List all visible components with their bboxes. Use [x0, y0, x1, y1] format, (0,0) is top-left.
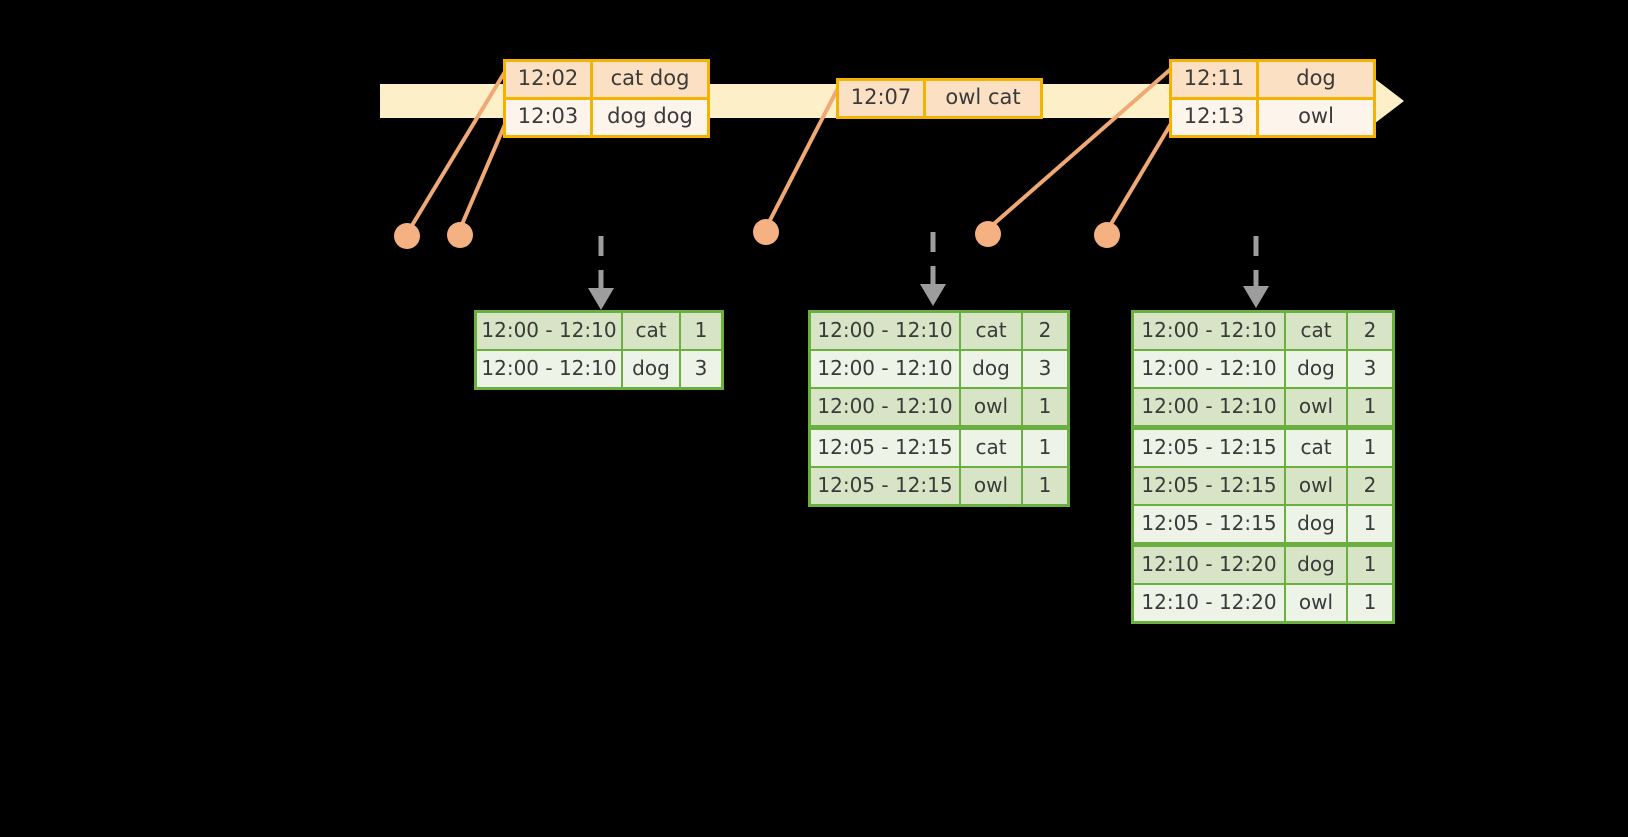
cell-key: dog: [961, 351, 1023, 387]
event-value: owl cat: [926, 81, 1040, 116]
event-time: 12:07: [839, 81, 926, 116]
cell-count: 1: [1348, 506, 1392, 542]
event-row[interactable]: 12:13 owl: [1172, 97, 1373, 135]
cell-count: 1: [1023, 430, 1067, 466]
event-value: dog dog: [593, 100, 707, 135]
cell-key: dog: [1286, 506, 1348, 542]
event-value: dog: [1259, 62, 1373, 97]
event-box-3[interactable]: 12:11 dog 12:13 owl: [1169, 59, 1376, 138]
table-row[interactable]: 12:00 - 12:10 dog 3: [477, 349, 721, 387]
table-row[interactable]: 12:00 - 12:10 cat 2: [811, 313, 1067, 349]
event-time: 12:02: [506, 62, 593, 97]
cell-key: cat: [1286, 313, 1348, 349]
event-value: owl: [1259, 100, 1373, 135]
cell-count: 1: [1023, 468, 1067, 504]
table-row[interactable]: 12:05 - 12:15 cat 1: [1134, 428, 1392, 466]
event-time: 12:13: [1172, 100, 1259, 135]
cell-count: 1: [681, 313, 721, 349]
cell-window: 12:00 - 12:10: [477, 351, 623, 387]
cell-key: cat: [961, 430, 1023, 466]
cell-key: owl: [1286, 585, 1348, 621]
dot-2: [447, 222, 473, 248]
result-table-2[interactable]: 12:00 - 12:10 cat 2 12:00 - 12:10 dog 3 …: [808, 310, 1070, 507]
cell-key: owl: [1286, 468, 1348, 504]
result-arrowheads: [588, 284, 1269, 310]
cell-key: dog: [1286, 351, 1348, 387]
event-row[interactable]: 12:11 dog: [1172, 62, 1373, 97]
cell-count: 3: [1348, 351, 1392, 387]
cell-count: 2: [1023, 313, 1067, 349]
result-table-3[interactable]: 12:00 - 12:10 cat 2 12:00 - 12:10 dog 3 …: [1131, 310, 1395, 624]
cell-key: dog: [1286, 547, 1348, 583]
cell-count: 2: [1348, 468, 1392, 504]
event-box-2[interactable]: 12:07 owl cat: [836, 78, 1043, 119]
cell-window: 12:00 - 12:10: [477, 313, 623, 349]
cell-window: 12:10 - 12:20: [1134, 585, 1286, 621]
table-row[interactable]: 12:10 - 12:20 dog 1: [1134, 545, 1392, 583]
dot-1: [394, 223, 420, 249]
cell-count: 1: [1348, 585, 1392, 621]
table-row[interactable]: 12:00 - 12:10 dog 3: [811, 349, 1067, 387]
cell-key: cat: [623, 313, 681, 349]
table-row[interactable]: 12:00 - 12:10 dog 3: [1134, 349, 1392, 387]
event-row[interactable]: 12:07 owl cat: [839, 81, 1040, 116]
dot-5: [1094, 222, 1120, 248]
cell-count: 2: [1348, 313, 1392, 349]
cell-window: 12:05 - 12:15: [811, 430, 961, 466]
cell-key: cat: [961, 313, 1023, 349]
cell-window: 12:05 - 12:15: [1134, 468, 1286, 504]
cell-count: 1: [1348, 547, 1392, 583]
cell-count: 1: [1023, 389, 1067, 425]
dot-4: [975, 221, 1001, 247]
cell-key: owl: [961, 468, 1023, 504]
cell-window: 12:00 - 12:10: [811, 389, 961, 425]
cell-window: 12:05 - 12:15: [1134, 430, 1286, 466]
cell-count: 3: [681, 351, 721, 387]
table-row[interactable]: 12:00 - 12:10 cat 2: [1134, 313, 1392, 349]
table-row[interactable]: 12:00 - 12:10 cat 1: [477, 313, 721, 349]
cell-window: 12:05 - 12:15: [811, 468, 961, 504]
table-row[interactable]: 12:10 - 12:20 owl 1: [1134, 583, 1392, 621]
cell-window: 12:00 - 12:10: [811, 313, 961, 349]
event-row[interactable]: 12:02 cat dog: [506, 62, 707, 97]
cell-count: 1: [1348, 389, 1392, 425]
cell-window: 12:00 - 12:10: [1134, 351, 1286, 387]
cell-count: 3: [1023, 351, 1067, 387]
table-row[interactable]: 12:05 - 12:15 dog 1: [1134, 504, 1392, 545]
cell-key: dog: [623, 351, 681, 387]
cell-window: 12:05 - 12:15: [1134, 506, 1286, 542]
result-table-1[interactable]: 12:00 - 12:10 cat 1 12:00 - 12:10 dog 3: [474, 310, 724, 390]
processing-time-dots: [394, 219, 1120, 249]
event-value: cat dog: [593, 62, 707, 97]
table-row[interactable]: 12:05 - 12:15 owl 1: [811, 466, 1067, 504]
result-arrows: [598, 232, 1259, 292]
cell-window: 12:10 - 12:20: [1134, 547, 1286, 583]
dot-3: [753, 219, 779, 245]
table-row[interactable]: 12:05 - 12:15 cat 1: [811, 428, 1067, 466]
cell-key: owl: [961, 389, 1023, 425]
cell-key: owl: [1286, 389, 1348, 425]
event-time: 12:11: [1172, 62, 1259, 97]
cell-window: 12:00 - 12:10: [1134, 389, 1286, 425]
event-time: 12:03: [506, 100, 593, 135]
cell-window: 12:00 - 12:10: [1134, 313, 1286, 349]
table-row[interactable]: 12:05 - 12:15 owl 2: [1134, 466, 1392, 504]
event-box-1[interactable]: 12:02 cat dog 12:03 dog dog: [503, 59, 710, 138]
event-row[interactable]: 12:03 dog dog: [506, 97, 707, 135]
table-row[interactable]: 12:00 - 12:10 owl 1: [811, 387, 1067, 428]
cell-window: 12:00 - 12:10: [811, 351, 961, 387]
table-row[interactable]: 12:00 - 12:10 owl 1: [1134, 387, 1392, 428]
cell-key: cat: [1286, 430, 1348, 466]
cell-count: 1: [1348, 430, 1392, 466]
